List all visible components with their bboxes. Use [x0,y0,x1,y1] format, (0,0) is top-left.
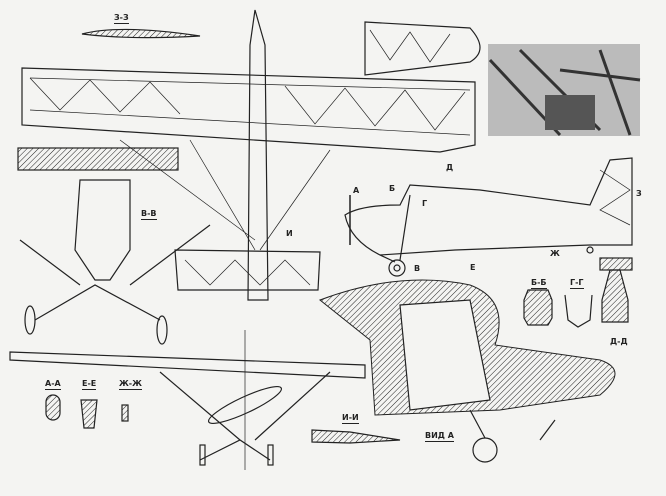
section-g-g [564,294,593,328]
view-a-label: ВИД А [425,431,454,442]
cut-marker-d: Д [446,163,454,172]
section-label-g-g: Г-Г [570,278,584,289]
cut-marker-g: Г [422,199,428,208]
cut-marker-z: З [636,189,642,198]
cockpit-side-cutaway [319,279,616,463]
side-view-fuselage [344,157,633,277]
cut-marker-zh: Ж [550,249,560,258]
section-label-d-d: Д-Д [610,337,628,346]
cut-marker-e: Е [470,263,476,272]
cut-marker-i: И [286,229,293,238]
section-label-zh-zh: Ж-Ж [119,379,142,390]
section-a-a [45,394,61,421]
section-i-i [311,429,401,444]
section-d-d-top [599,257,633,271]
cut-marker-v: В [414,264,421,273]
front-view-cutaway [17,147,211,345]
cut-marker-a: А [353,186,360,195]
wing-tip-detail [364,21,481,76]
section-label-z-z: З-З [114,13,129,24]
section-zh-zh [121,404,129,422]
front-view-aircraft [9,330,366,470]
section-b-b [523,289,553,326]
section-d-d [601,269,629,323]
section-label-i-i: И-И [342,413,359,424]
section-label-b-b: Б-Б [531,278,547,289]
section-label-e-e: Е-Е [82,379,97,390]
section-e-e [80,399,98,429]
section-z-z-profile [81,28,201,39]
cockpit-photo-inset [488,44,641,137]
section-label-a-a: А-А [45,379,61,390]
cut-marker-b: Б [389,184,396,193]
section-label-v-v: В-В [141,209,157,220]
